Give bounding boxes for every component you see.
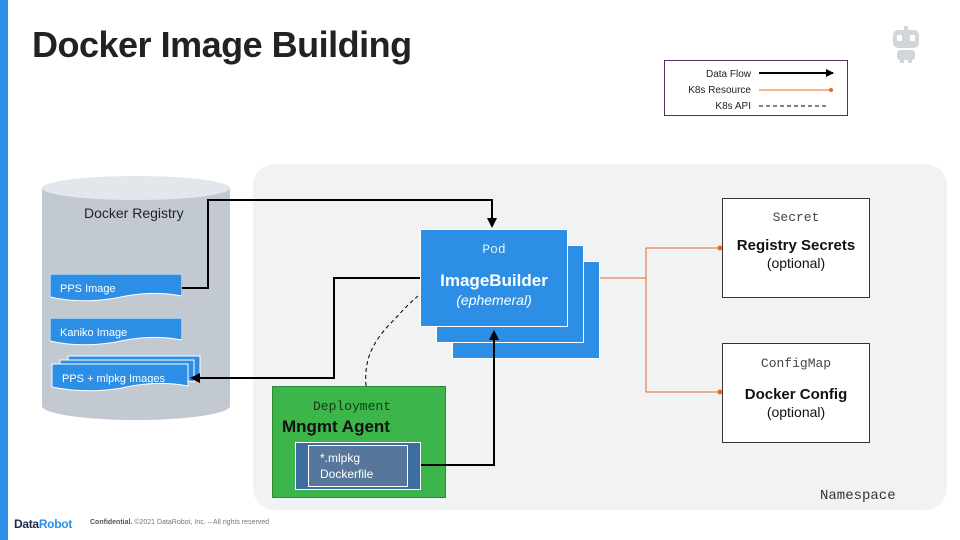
secret-kind-label: Secret [772,210,820,225]
footer-confidential: Confidential. [90,519,133,526]
robot-icon [893,26,919,63]
configmap-name-label: Docker Config [744,386,848,403]
pod-note-label: (ephemeral) [456,292,532,308]
k8s-api-link [365,295,419,387]
footer-text: Confidential. ©2021 DataRobot, Inc. – Al… [90,519,269,526]
pps-mlpkg-images-doc [51,355,201,392]
file-to-pod-flow [421,330,499,466]
kaniko-image-doc [50,318,182,346]
mlpkg-file: *.mlpkg Dockerfile [308,445,408,487]
pps-image-label: PPS Image [60,283,116,295]
deployment-name-label: Mngmt Agent [282,417,390,436]
legend-k8s-resource-label: K8s Resource [688,85,751,96]
slide-title: Docker Image Building [32,24,412,65]
secret-box: Secret Registry Secrets (optional) [722,198,870,298]
pps-to-pod-flow [182,199,497,289]
configmap-kind-label: ConfigMap [760,356,832,371]
datarobot-logo: DataRobot [14,517,72,531]
imagebuilder-pod: Pod ImageBuilder (ephemeral) [420,229,568,327]
secret-note-label: (optional) [766,255,826,271]
legend-k8s-api-label: K8s API [715,101,751,112]
logo-data-text: Data [14,517,39,531]
pod-to-configmap-resource [645,278,720,393]
configmap-note-label: (optional) [766,404,826,420]
pod-name-label: ImageBuilder [440,271,548,290]
namespace-label: Namespace [820,488,896,504]
kaniko-image-label: Kaniko Image [60,327,128,339]
file-line-1: *.mlpkg [320,451,361,465]
left-accent-bar [0,0,8,540]
legend: Data Flow K8s Resource K8s API [664,60,848,116]
pps-mlpkg-images-label: PPS + mlpkg Images [62,373,166,385]
pps-image-doc [50,274,182,302]
pod-to-secret-resource [600,247,720,279]
docker-registry-label: Docker Registry [84,205,184,221]
secret-name-label: Registry Secrets [736,237,856,254]
pod-kind-label: Pod [482,242,506,257]
logo-robot-text: Robot [38,517,72,531]
legend-lines [759,69,834,107]
pod-to-images-flow [190,277,420,383]
footer-rights: ©2021 DataRobot, Inc. – All rights reser… [134,519,270,526]
file-line-2: Dockerfile [320,467,374,481]
legend-data-flow-label: Data Flow [705,69,751,80]
deployment-kind-label: Deployment [313,399,392,414]
configmap-box: ConfigMap Docker Config (optional) [722,343,870,443]
